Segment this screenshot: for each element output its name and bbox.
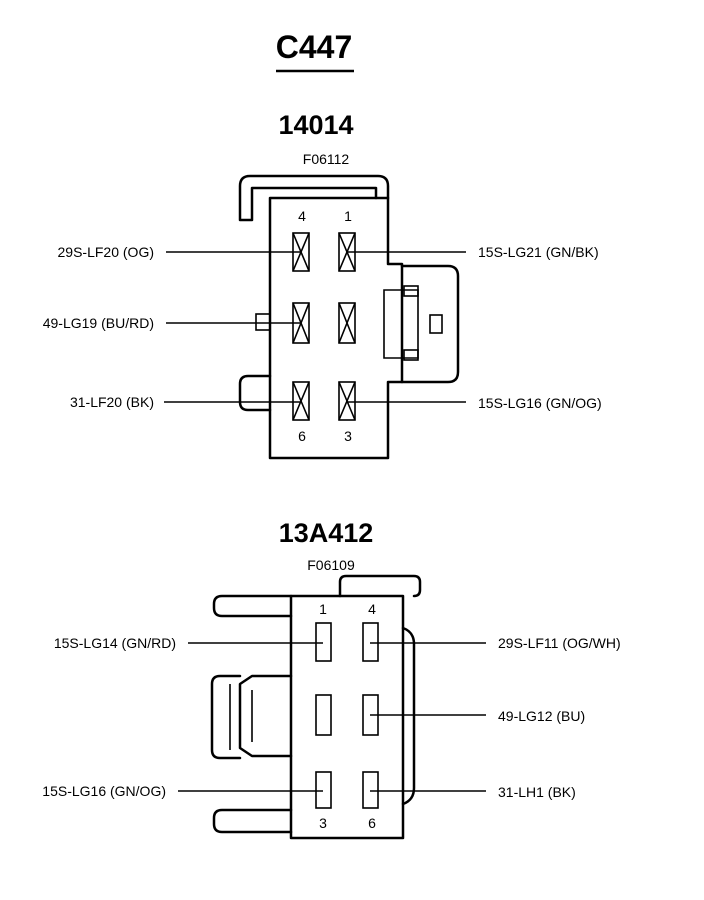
connector-14014: 14014 F06112 4 1 6 3 xyxy=(43,110,602,460)
wire-label-15s-lg14: 15S-LG14 (GN/RD) xyxy=(54,635,176,651)
latch-right xyxy=(400,264,460,384)
wire-label-15s-lg16-b: 15S-LG16 (GN/OG) xyxy=(42,783,166,799)
wire-label-29s-lf20: 29S-LF20 (OG) xyxy=(58,244,154,260)
pin-label-4: 4 xyxy=(298,208,306,224)
latch-top xyxy=(338,574,422,598)
latch-right-nub xyxy=(429,314,443,334)
rail-left-top xyxy=(212,594,293,618)
wire-label-49-lg19: 49-LG19 (BU/RD) xyxy=(43,315,154,331)
terminal-pin-1 xyxy=(315,622,332,662)
wire-label-31-lh1: 31-LH1 (BK) xyxy=(498,784,576,800)
latch-left xyxy=(238,674,293,758)
latch-right-tab-top xyxy=(403,285,419,297)
wire-label-15s-lg21: 15S-LG21 (GN/BK) xyxy=(478,244,599,260)
part-number-13a412: 13A412 xyxy=(279,518,374,548)
terminal-pin-4 xyxy=(362,622,379,662)
code-f06109: F06109 xyxy=(307,557,355,573)
latch-top xyxy=(238,174,390,222)
connector-id-title: C447 xyxy=(276,29,353,65)
pin-label-1: 1 xyxy=(319,601,327,617)
connector-housing xyxy=(289,594,405,840)
rail-left-bottom xyxy=(212,808,293,834)
pin-label-6: 6 xyxy=(298,428,306,444)
pin-label-3: 3 xyxy=(344,428,352,444)
connector-13a412: 13A412 F06109 1 4 3 6 xyxy=(42,518,621,840)
terminal-pin-6 xyxy=(292,381,310,421)
terminal-pin-3 xyxy=(315,771,332,809)
connector-housing xyxy=(268,196,404,460)
wire-label-29s-lf11: 29S-LF11 (OG/WH) xyxy=(498,635,621,651)
pin-label-4: 4 xyxy=(368,601,376,617)
wire-label-31-lf20: 31-LF20 (BK) xyxy=(70,394,154,410)
terminal-pin-3 xyxy=(338,381,356,421)
pin-label-1: 1 xyxy=(344,208,352,224)
latch-right-tab-bottom xyxy=(403,349,419,361)
bottom-left-tab xyxy=(238,374,272,412)
wire-label-49-lg12: 49-LG12 (BU) xyxy=(498,708,585,724)
left-nub xyxy=(255,313,271,331)
wire-label-15s-lg16-a: 15S-LG16 (GN/OG) xyxy=(478,395,602,411)
terminal-pin-6 xyxy=(362,771,379,809)
latch-left-handle xyxy=(210,674,242,760)
part-number-14014: 14014 xyxy=(278,110,353,140)
pin-label-3: 3 xyxy=(319,815,327,831)
code-f06112: F06112 xyxy=(303,151,350,167)
rail-right xyxy=(401,626,416,806)
pin-label-6: 6 xyxy=(368,815,376,831)
terminal-pin-2 xyxy=(338,302,356,344)
terminal-pin-2 xyxy=(315,694,332,736)
